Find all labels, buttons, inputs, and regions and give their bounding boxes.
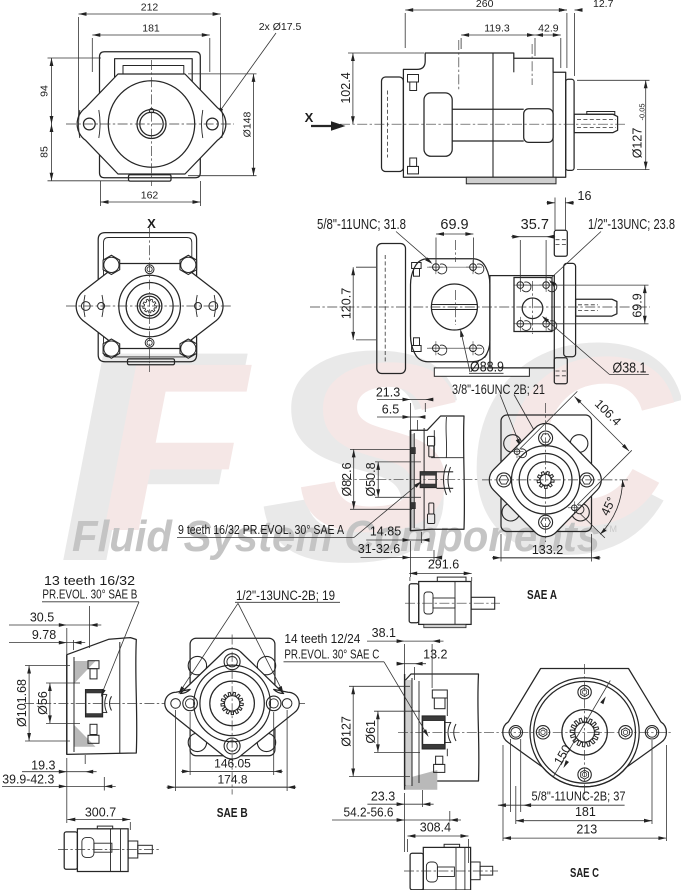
svg-text:PR.EVOL. 30° SAE C: PR.EVOL. 30° SAE C (284, 648, 379, 662)
svg-text:120.7: 120.7 (339, 288, 353, 319)
svg-text:5/8"-11UNC; 31.8: 5/8"-11UNC; 31.8 (317, 217, 406, 233)
svg-text:1/2"-13UNC-2B; 19: 1/2"-13UNC-2B; 19 (236, 588, 335, 603)
svg-text:133.2: 133.2 (532, 543, 563, 557)
svg-text:291.6: 291.6 (428, 558, 459, 572)
svg-text:9.78: 9.78 (32, 628, 56, 642)
svg-text:5/8"-11UNC-2B; 37: 5/8"-11UNC-2B; 37 (532, 789, 626, 804)
svg-text:2x Ø17.5: 2x Ø17.5 (259, 21, 302, 33)
svg-text:85: 85 (39, 146, 51, 158)
svg-text:Ø101.68: Ø101.68 (15, 679, 29, 727)
svg-text:Ø127: Ø127 (630, 128, 644, 159)
svg-text:13 teeth 16/32: 13 teeth 16/32 (44, 574, 135, 588)
svg-text:212: 212 (141, 2, 159, 14)
svg-text:Ø50.8: Ø50.8 (364, 462, 378, 496)
svg-text:35.7: 35.7 (521, 217, 549, 233)
svg-text:TM: TM (604, 524, 617, 534)
svg-text:PR.EVOL. 30° SAE B: PR.EVOL. 30° SAE B (42, 588, 137, 602)
svg-text:F: F (100, 313, 252, 581)
svg-text:Ø148: Ø148 (241, 111, 253, 137)
svg-text:16: 16 (578, 189, 592, 203)
svg-text:SAE B: SAE B (217, 806, 248, 820)
svg-text:14.85: 14.85 (370, 525, 401, 539)
svg-text:260: 260 (476, 0, 494, 10)
svg-text:X: X (305, 110, 314, 125)
svg-text:23.3: 23.3 (371, 790, 395, 804)
svg-text:38.1: 38.1 (372, 626, 396, 640)
svg-text:181: 181 (142, 23, 160, 35)
svg-text:Fluid System Components: Fluid System Components (72, 512, 600, 561)
svg-text:300.7: 300.7 (85, 806, 116, 820)
svg-text:SAE A: SAE A (527, 588, 557, 602)
svg-text:69.9: 69.9 (440, 217, 468, 233)
svg-text:9 teeth 16/32 PR.EVOL. 30° SAE: 9 teeth 16/32 PR.EVOL. 30° SAE A (178, 523, 345, 537)
svg-text:39.9-42.3: 39.9-42.3 (2, 773, 54, 787)
svg-text:X: X (147, 216, 156, 231)
svg-text:119.3: 119.3 (484, 23, 510, 35)
svg-text:31-32.6: 31-32.6 (358, 542, 400, 556)
svg-text:213: 213 (576, 823, 597, 837)
svg-text:-0.05: -0.05 (638, 103, 647, 120)
svg-text:Ø82.6: Ø82.6 (340, 462, 354, 496)
svg-text:S: S (298, 313, 458, 581)
svg-text:Ø38.1: Ø38.1 (613, 361, 647, 377)
svg-text:14 teeth 12/24: 14 teeth 12/24 (284, 632, 360, 646)
svg-text:12.7: 12.7 (593, 0, 614, 10)
svg-text:6.5: 6.5 (382, 403, 399, 417)
svg-text:Ø127: Ø127 (339, 716, 353, 747)
svg-text:94: 94 (39, 85, 51, 97)
svg-text:102.4: 102.4 (339, 72, 353, 103)
svg-text:308.4: 308.4 (420, 821, 451, 835)
svg-text:13.2: 13.2 (423, 648, 447, 662)
svg-text:S: S (260, 288, 462, 624)
svg-text:174.8: 174.8 (217, 773, 247, 787)
svg-text:Ø61: Ø61 (364, 720, 378, 744)
svg-text:54.2-56.6: 54.2-56.6 (344, 806, 394, 820)
svg-text:3/8"-16UNC 2B; 21: 3/8"-16UNC 2B; 21 (452, 381, 545, 397)
svg-text:21.3: 21.3 (376, 386, 400, 400)
svg-text:SAE C: SAE C (570, 866, 599, 880)
svg-text:Ø88.9: Ø88.9 (470, 360, 504, 376)
svg-text:162: 162 (141, 190, 159, 202)
svg-text:181: 181 (575, 805, 596, 819)
svg-text:19.3: 19.3 (31, 759, 55, 773)
svg-text:69.9: 69.9 (631, 293, 645, 317)
svg-text:30.5: 30.5 (30, 611, 54, 625)
svg-text:Ø56: Ø56 (36, 691, 50, 715)
svg-text:1/2"-13UNC; 23.8: 1/2"-13UNC; 23.8 (588, 217, 675, 233)
svg-text:146.05: 146.05 (214, 757, 251, 771)
svg-text:42.9: 42.9 (538, 23, 559, 35)
